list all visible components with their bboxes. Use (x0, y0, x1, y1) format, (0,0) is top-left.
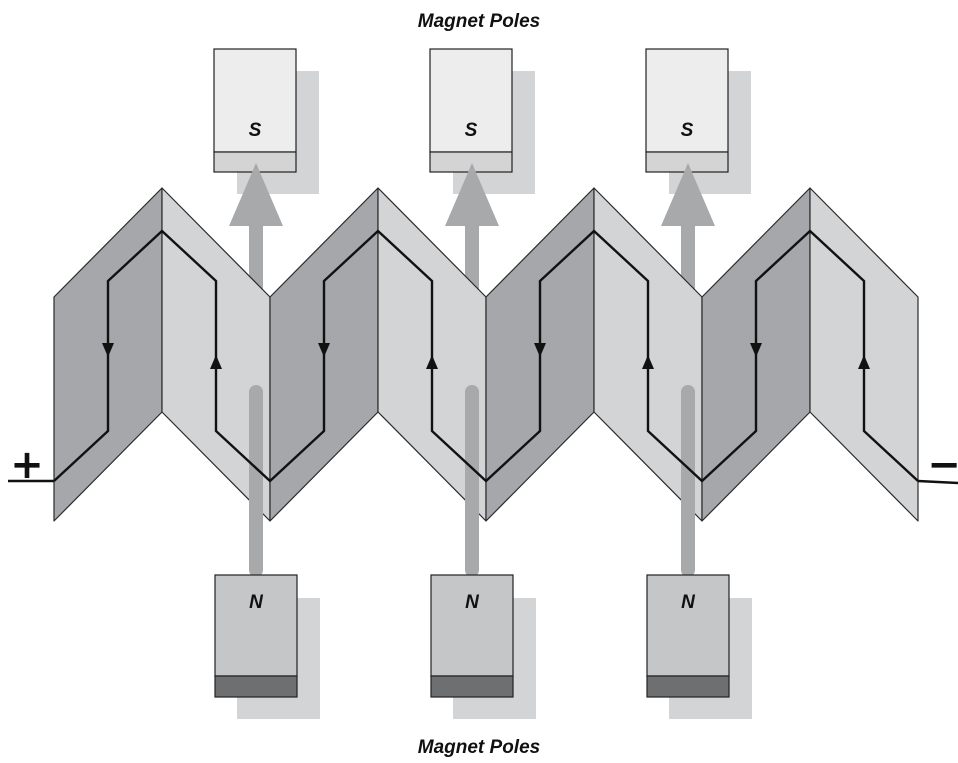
magnet-s-2: S (429, 48, 535, 194)
flux-arrowhead-1 (229, 163, 283, 226)
flux-arrow-shaft-upper (465, 225, 479, 295)
terminal-positive: + (10, 442, 44, 488)
magnet-face (430, 574, 514, 677)
current-arrow-down (750, 343, 762, 357)
magnet-base (430, 675, 514, 698)
conductor-path (8, 229, 958, 485)
flux-arrow-shaft-upper (249, 225, 263, 295)
flux-arrow-shaft-1 (249, 385, 263, 577)
south-pole-label: S (681, 120, 694, 141)
terminal-negative: − (927, 442, 958, 488)
magnet-s-3: S (645, 48, 751, 194)
current-arrow-up (642, 355, 654, 369)
caption-bottom: Magnet Poles (418, 737, 540, 758)
current-arrow-up (210, 355, 222, 369)
magnet-n-3: N (646, 574, 752, 719)
magnet-face (645, 48, 729, 153)
south-pole-label: S (465, 120, 478, 141)
north-pole-label: N (681, 592, 696, 613)
coil-panels (53, 187, 919, 522)
magnet-face (213, 48, 297, 153)
current-arrow-down (318, 343, 330, 357)
magnet-face (646, 574, 730, 677)
north-pole-label: N (249, 592, 264, 613)
flux-arrow-shaft-2 (465, 385, 479, 577)
current-arrow-down (102, 343, 114, 357)
current-arrow-up (426, 355, 438, 369)
current-direction-arrows (102, 343, 870, 369)
north-pole-label: N (465, 592, 480, 613)
flux-arrow-shafts-lower (249, 385, 695, 577)
terminal-lead-right (917, 479, 958, 485)
flux-arrowhead-2 (445, 163, 499, 226)
current-arrow-up (858, 355, 870, 369)
caption-top: Magnet Poles (418, 11, 540, 32)
magnet-base (646, 675, 730, 698)
magnet-n-2: N (430, 574, 536, 719)
magnet-base (214, 675, 298, 698)
flux-arrow-shaft-upper (681, 225, 695, 295)
south-pole-label: S (249, 120, 262, 141)
flux-arrowhead-3 (661, 163, 715, 226)
coil-winding (53, 229, 919, 483)
magnet-face (214, 574, 298, 677)
flux-arrow-shaft-3 (681, 385, 695, 577)
magnet-s-1: S (213, 48, 319, 194)
magnet-n-1: N (214, 574, 320, 719)
current-arrow-down (534, 343, 546, 357)
flux-arrow-heads (229, 163, 715, 295)
